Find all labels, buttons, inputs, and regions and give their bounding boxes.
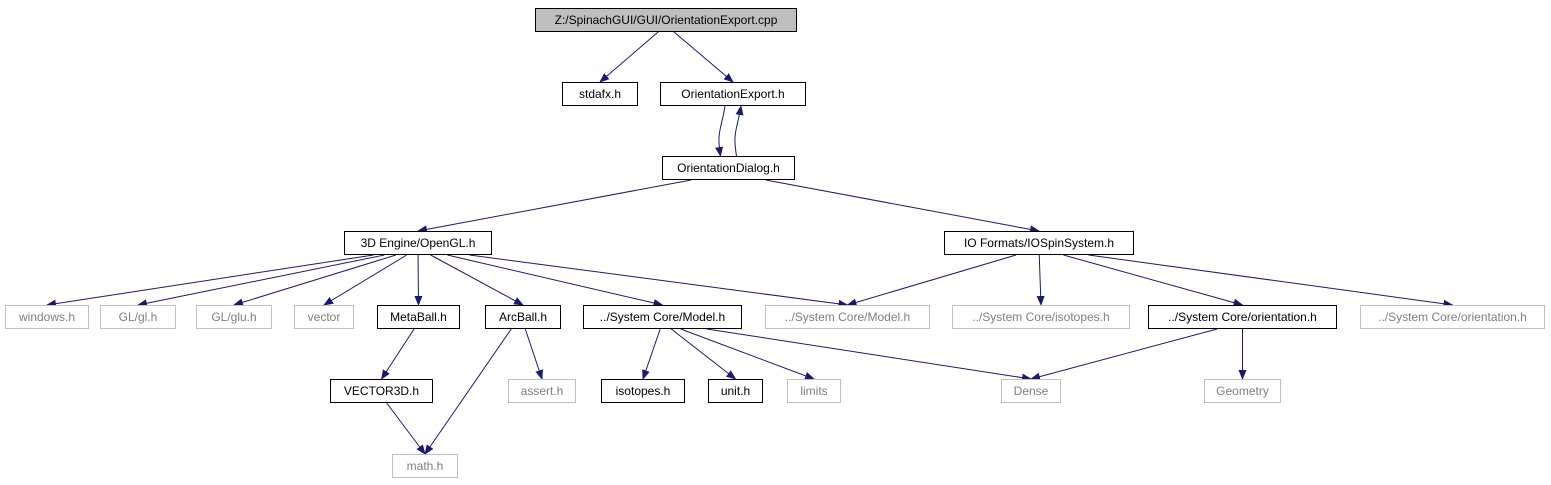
node-orientation-export-h[interactable]: OrientationExport.h <box>660 82 806 106</box>
edge-opengl-to-glu <box>233 254 397 307</box>
edge-metaball-to-vector3d <box>380 328 415 380</box>
edge-root-to-oexp_h <box>673 31 734 83</box>
edge-odlg-to-opengl <box>417 179 692 234</box>
edge-iospin-to-model_ext <box>846 254 1017 307</box>
edge-oexp_h-to-odlg <box>715 105 726 157</box>
edge-vector3d-to-math <box>386 402 426 455</box>
edge-model_int-to-isotopes_int <box>642 328 661 380</box>
node-orientation-h-internal[interactable]: ../System Core/orientation.h <box>1148 305 1337 329</box>
edge-model_int-to-unit <box>670 328 737 380</box>
node-vector3d-h[interactable]: VECTOR3D.h <box>330 379 433 403</box>
node-unit-h[interactable]: unit.h <box>708 379 763 403</box>
edge-model_int-to-dense <box>706 328 1032 382</box>
node-opengl-h[interactable]: 3D Engine/OpenGL.h <box>344 231 492 255</box>
edge-opengl-to-windows <box>46 254 374 308</box>
edge-arcball-to-math <box>424 328 512 455</box>
edge-iospin-to-isotopes_ext <box>1036 254 1045 306</box>
node-isotopes-h-external: ../System Core/isotopes.h <box>952 305 1130 329</box>
node-geometry: Geometry <box>1204 379 1281 403</box>
node-model-h-external: ../System Core/Model.h <box>765 305 930 329</box>
edge-iospin-to-orient_int <box>1063 254 1244 307</box>
edge-opengl-to-vector <box>323 254 407 306</box>
node-model-h-internal[interactable]: ../System Core/Model.h <box>583 305 742 329</box>
edge-opengl-to-model_int <box>447 254 664 307</box>
node-windows-h: windows.h <box>5 305 89 329</box>
edge-odlg-to-iospin <box>765 179 1040 234</box>
node-metaball-h[interactable]: MetaBall.h <box>377 305 460 329</box>
node-dense: Dense <box>1001 379 1061 403</box>
node-orientation-h-external: ../System Core/orientation.h <box>1360 305 1545 329</box>
node-stdafx[interactable]: stdafx.h <box>562 82 638 106</box>
node-assert-h: assert.h <box>508 379 576 403</box>
edge-odlg-to-oexp_h <box>734 105 744 157</box>
node-glu-h: GL/glu.h <box>196 305 272 329</box>
edge-opengl-to-arcball <box>430 254 524 306</box>
node-limits: limits <box>787 379 841 403</box>
edge-opengl-to-model_ext <box>469 254 849 308</box>
node-arcball-h[interactable]: ArcBall.h <box>485 305 561 329</box>
edge-arcball-to-assert <box>524 328 543 380</box>
edge-opengl-to-gl <box>137 254 385 308</box>
edge-model_int-to-limits <box>680 328 815 380</box>
node-root: Z:/SpinachGUI/GUI/OrientationExport.cpp <box>535 8 797 32</box>
edge-iospin-to-orient_ext <box>1088 254 1454 308</box>
edge-orient_int-to-dense <box>1030 328 1218 381</box>
edge-root-to-stdafx <box>599 31 659 83</box>
node-gl-h: GL/gl.h <box>100 305 176 329</box>
node-iospinsystem-h[interactable]: IO Formats/IOSpinSystem.h <box>944 231 1134 255</box>
node-math-h: math.h <box>392 454 458 478</box>
node-isotopes-h-internal[interactable]: isotopes.h <box>601 379 685 403</box>
node-orientation-dialog-h[interactable]: OrientationDialog.h <box>662 156 795 180</box>
node-vector: vector <box>294 305 354 329</box>
